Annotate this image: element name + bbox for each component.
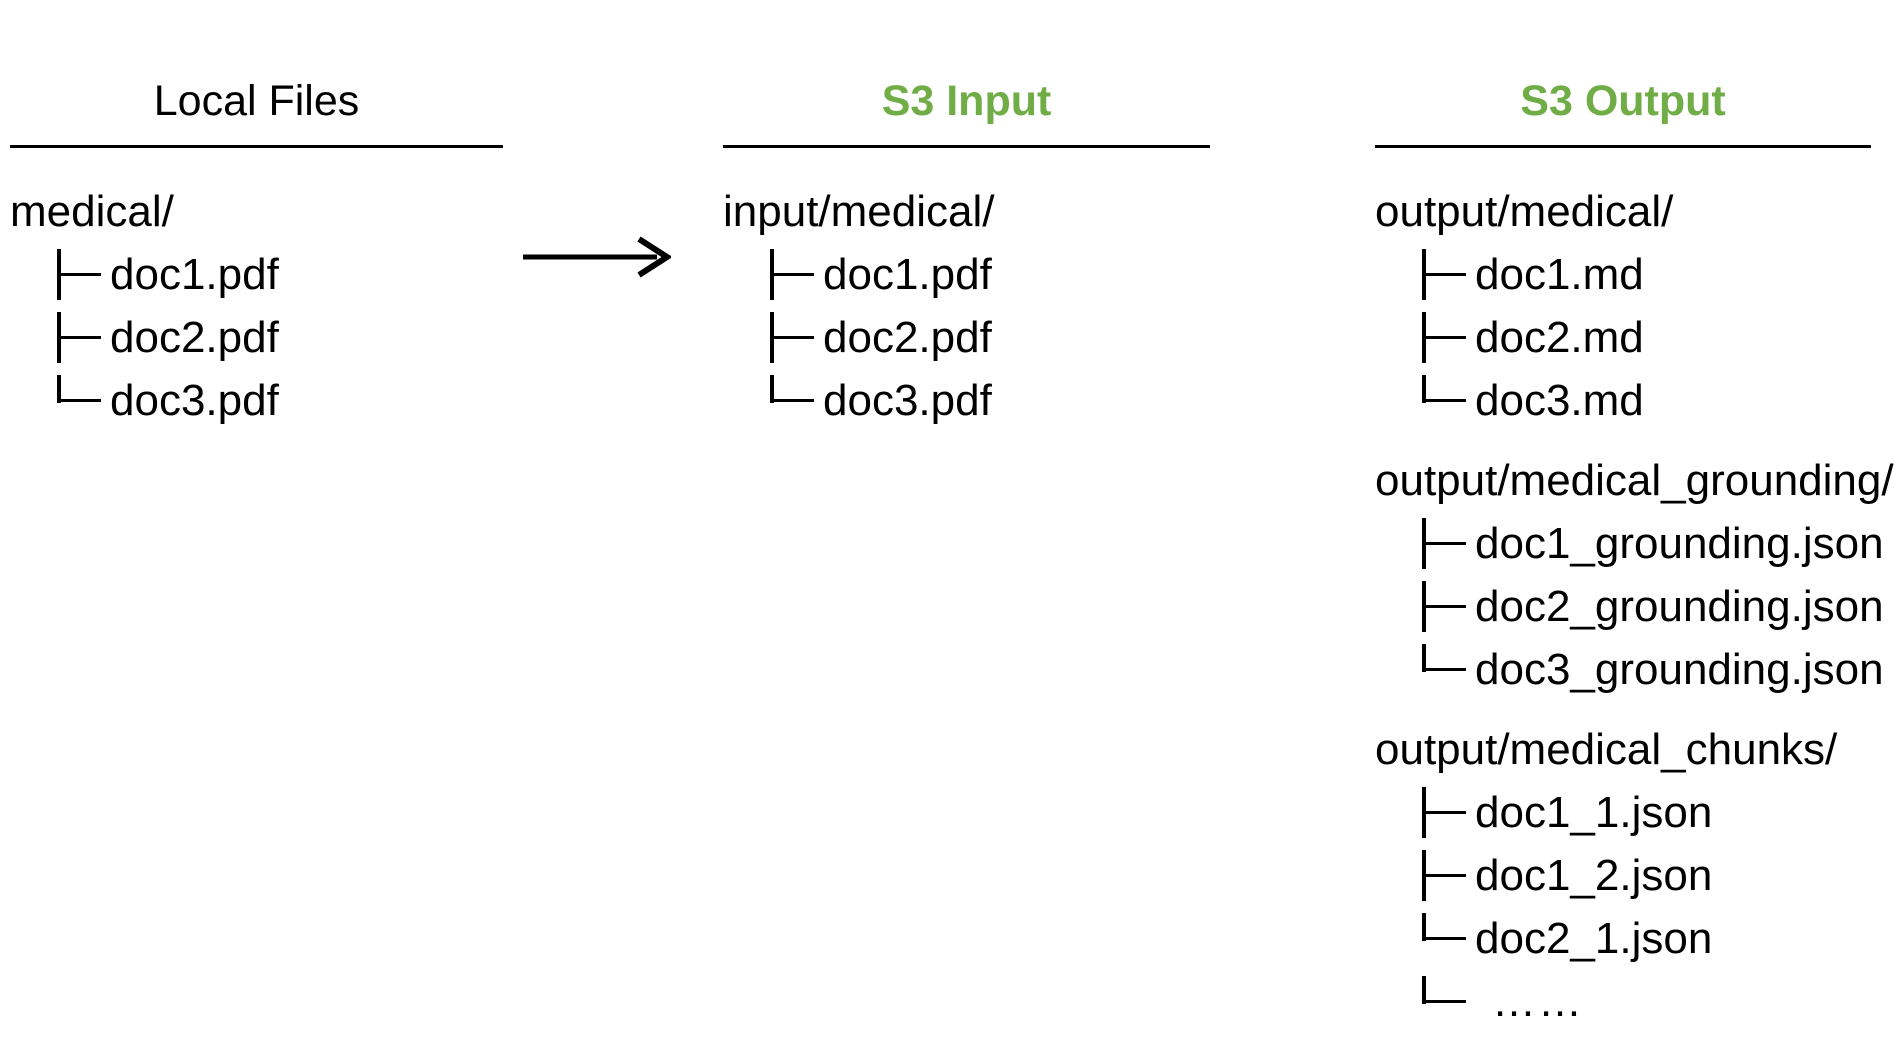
file-name: doc2_1.json xyxy=(1475,913,1713,963)
tree-item: doc1_2.json xyxy=(1375,844,1871,907)
tree-branch-icon xyxy=(1422,512,1466,575)
tree-branch-icon xyxy=(770,243,814,306)
file-name: doc1_2.json xyxy=(1475,850,1713,900)
tree-item: doc2.pdf xyxy=(723,306,1210,369)
file-name: doc3.md xyxy=(1475,375,1644,425)
tree-item: doc2_1.json xyxy=(1375,907,1871,970)
tree-corner-icon xyxy=(770,369,814,432)
s3-output-column: S3 Output output/medical/ doc1.md doc2.m… xyxy=(1375,0,1894,1033)
tree-branch-icon xyxy=(1422,575,1466,638)
file-name: doc2.md xyxy=(1475,312,1644,362)
file-name: doc1.pdf xyxy=(110,249,279,299)
tree-corner-icon xyxy=(1422,369,1466,432)
file-name: doc3_grounding.json xyxy=(1475,644,1884,694)
tree-corner-icon xyxy=(1422,970,1466,1033)
folder-label: output/medical/ xyxy=(1375,187,1674,236)
tree-item: doc2.md xyxy=(1375,306,1871,369)
file-name: doc2.pdf xyxy=(823,312,992,362)
tree-corner-icon xyxy=(1422,638,1466,701)
tree-branch-icon xyxy=(1422,781,1466,844)
file-name: doc3.pdf xyxy=(823,375,992,425)
s3-input-column: S3 Input input/medical/ doc1.pdf doc2.pd… xyxy=(723,0,1210,432)
tree-branch-icon xyxy=(1422,306,1466,369)
file-name: doc3.pdf xyxy=(110,375,279,425)
tree-item: doc1.pdf xyxy=(10,243,503,306)
more-files-ellipsis: …… xyxy=(1492,976,1584,1026)
tree-item: …… xyxy=(1375,970,1871,1033)
file-name: doc1.md xyxy=(1475,249,1644,299)
folder-label: output/medical_grounding/ xyxy=(1375,456,1894,505)
tree-item: doc1.pdf xyxy=(723,243,1210,306)
tree-item: doc3.md xyxy=(1375,369,1871,432)
s3-output-markdown-tree: output/medical/ doc1.md doc2.md doc3.md xyxy=(1375,180,1871,432)
tree-corner-icon xyxy=(1422,907,1466,970)
s3-input-tree: input/medical/ doc1.pdf doc2.pdf doc3.pd… xyxy=(723,180,1210,432)
tree-branch-icon xyxy=(1422,243,1466,306)
s3-input-title: S3 Input xyxy=(881,77,1052,125)
folder-label: input/medical/ xyxy=(723,187,995,236)
tree-branch-icon xyxy=(770,306,814,369)
local-files-title: Local Files xyxy=(153,77,360,125)
tree-item: doc3.pdf xyxy=(10,369,503,432)
tree-corner-icon xyxy=(57,369,101,432)
tree-item: doc2.pdf xyxy=(10,306,503,369)
tree-item: doc1_1.json xyxy=(1375,781,1871,844)
local-files-column: Local Files medical/ doc1.pdf doc2.pdf d… xyxy=(10,0,503,432)
file-name: doc1_1.json xyxy=(1475,787,1713,837)
tree-branch-icon xyxy=(57,306,101,369)
file-name: doc2.pdf xyxy=(110,312,279,362)
tree-branch-icon xyxy=(1422,844,1466,907)
local-files-header: Local Files xyxy=(10,0,503,148)
tree-item: doc2_grounding.json xyxy=(1375,575,1884,638)
s3-input-header: S3 Input xyxy=(723,0,1210,148)
s3-output-title: S3 Output xyxy=(1520,77,1726,125)
right-arrow-icon xyxy=(521,234,673,280)
tree-item: doc1.md xyxy=(1375,243,1871,306)
file-name: doc1_grounding.json xyxy=(1475,518,1884,568)
file-name: doc1.pdf xyxy=(823,249,992,299)
s3-output-grounding-tree: output/medical_grounding/ doc1_grounding… xyxy=(1375,449,1894,701)
local-files-tree: medical/ doc1.pdf doc2.pdf doc3.pdf xyxy=(10,180,503,432)
tree-item: doc3_grounding.json xyxy=(1375,638,1884,701)
tree-item: doc3.pdf xyxy=(723,369,1210,432)
folder-label: medical/ xyxy=(10,187,174,236)
s3-output-header: S3 Output xyxy=(1375,0,1871,148)
file-name: doc2_grounding.json xyxy=(1475,581,1884,631)
tree-branch-icon xyxy=(57,243,101,306)
s3-output-chunks-tree: output/medical_chunks/ doc1_1.json doc1_… xyxy=(1375,718,1871,1033)
tree-item: doc1_grounding.json xyxy=(1375,512,1884,575)
folder-label: output/medical_chunks/ xyxy=(1375,725,1838,774)
